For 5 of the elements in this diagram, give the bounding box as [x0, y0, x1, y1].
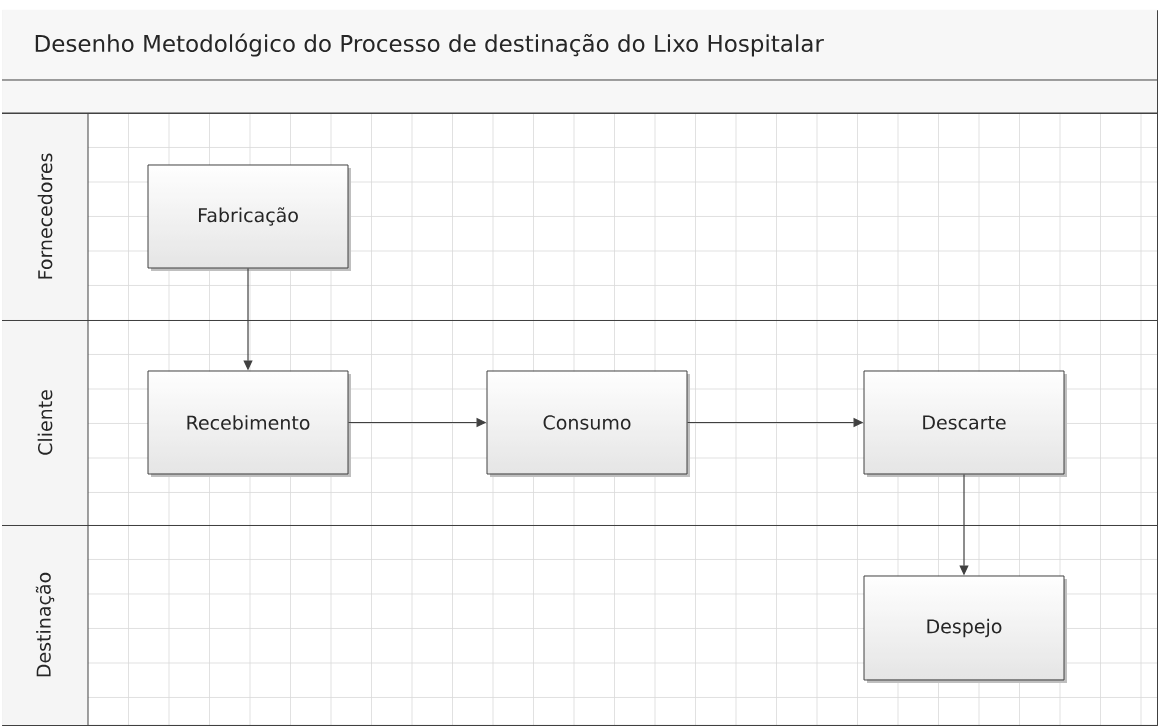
process-box: Descarte	[863, 370, 1067, 477]
process-box: Consumo	[486, 370, 690, 477]
process-box: Recebimento	[147, 370, 351, 477]
process-box: Fabricação	[147, 164, 351, 271]
process-box: Despejo	[863, 575, 1067, 683]
